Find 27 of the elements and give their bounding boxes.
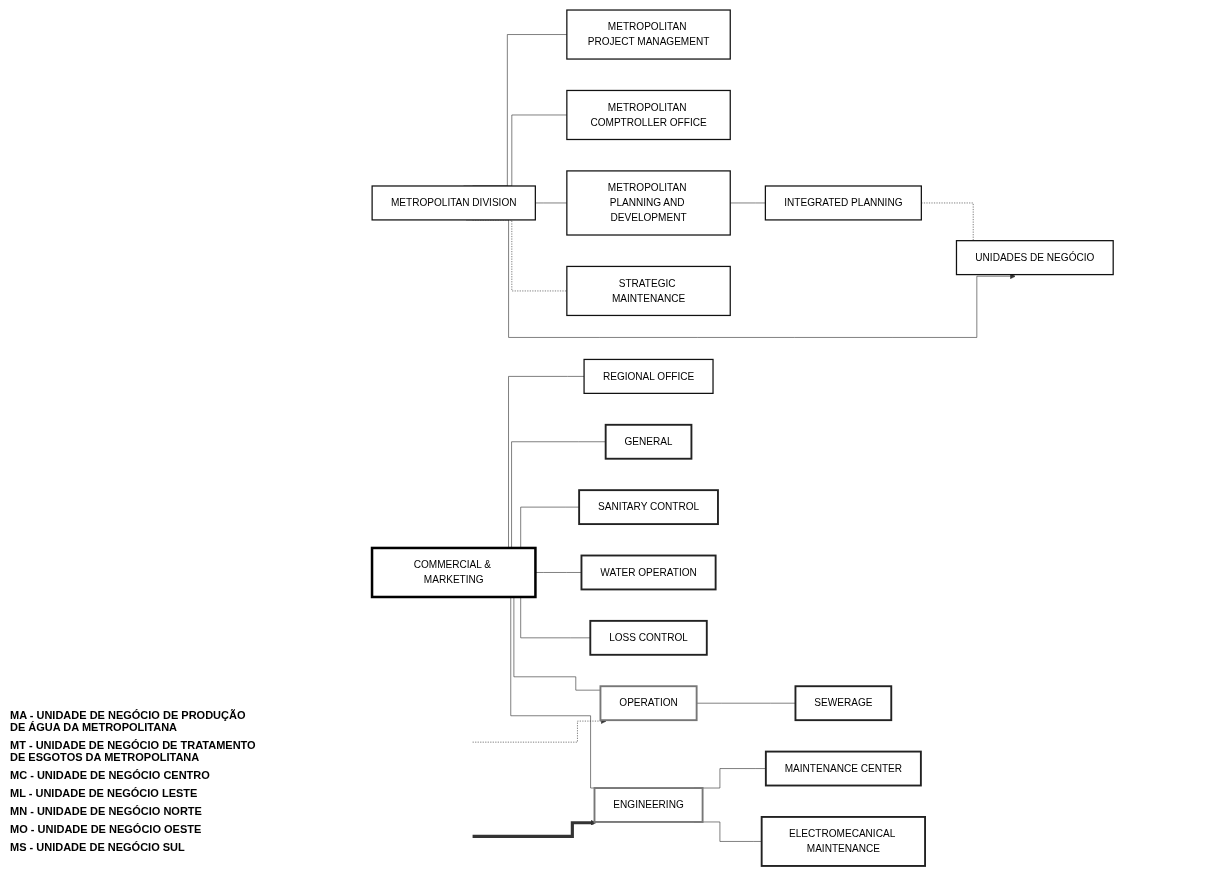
node-box: LOSS CONTROL: [589, 619, 709, 656]
node-box: REGIONAL OFFICE: [583, 358, 715, 394]
note-text: MC - UNIDADE DE NEGÓCIO CENTRO: [10, 769, 211, 781]
connector: [535, 202, 568, 204]
node-box: UNIDADES DE NEGÓCIO: [956, 240, 1115, 276]
note-text: MT - UNIDADE DE NEGÓCIO DE TRATAMENTO DE ESGOTOS DA METROPOLITANA: [10, 739, 257, 763]
note-text: MA - UNIDADE DE NEGÓCIO DE PRODUÇÃO DE ÁGUA DA METROPOLITANA: [10, 709, 247, 733]
node-box: WATER OPERATION: [580, 554, 717, 591]
node-box: METROPOLITAN PROJECT MANAGEMENT: [566, 9, 732, 60]
node-box: METROPOLITAN PLANNING AND DEVELOPMENT: [566, 170, 732, 236]
node-box: METROPOLITAN COMPTROLLER OFFICE: [566, 89, 732, 141]
node-box: ELECTROMECANICAL MAINTENANCE: [761, 816, 927, 867]
note-text: MO - UNIDADE DE NEGÓCIO OESTE: [10, 823, 203, 835]
node-box: SEWERAGE: [794, 685, 893, 722]
node-box: MAINTENANCE CENTER: [765, 750, 923, 787]
node-box: ENGINEERING: [593, 787, 704, 823]
note-text: ML - UNIDADE DE NEGÓCIO LESTE: [10, 787, 199, 799]
note-text: MS - UNIDADE DE NEGÓCIO SUL: [10, 841, 186, 853]
node-box: STRATEGIC MAINTENANCE: [566, 265, 732, 317]
note-text: MN - UNIDADE DE NEGÓCIO NORTE: [10, 805, 203, 817]
node-box: COMMERCIAL & MARKETING: [371, 546, 538, 599]
node-box: INTEGRATED PLANNING: [765, 185, 923, 221]
node-box: OPERATION: [599, 685, 698, 722]
arrow: [472, 819, 597, 838]
node-box: GENERAL: [605, 423, 693, 460]
node-box: SANITARY CONTROL: [578, 489, 720, 526]
node-box: METROPOLITAN DIVISION: [371, 185, 537, 221]
